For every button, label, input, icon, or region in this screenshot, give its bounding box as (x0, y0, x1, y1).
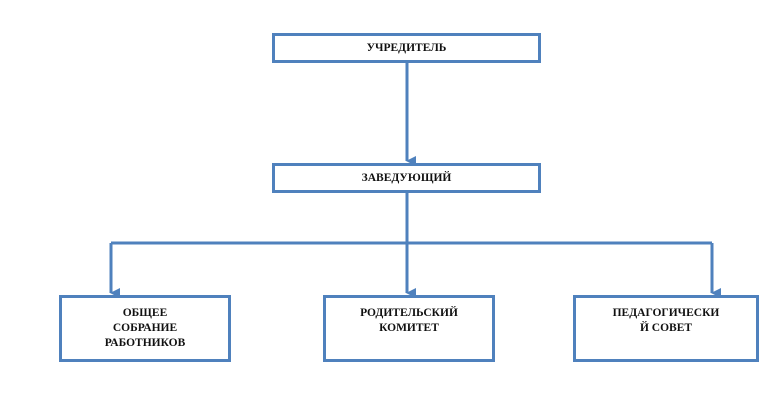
node-parents-committee: РОДИТЕЛЬСКИЙ КОМИТЕТ (323, 295, 495, 362)
node-head: ЗАВЕДУЮЩИЙ (272, 163, 541, 193)
node-founder-label: УЧРЕДИТЕЛЬ (366, 41, 447, 54)
node-founder: УЧРЕДИТЕЛЬ (272, 33, 541, 63)
node-general-assembly: ОБЩЕЕ СОБРАНИЕ РАБОТНИКОВ (59, 295, 231, 362)
node-parents-committee-label: РОДИТЕЛЬСКИЙ КОМИТЕТ (360, 307, 458, 334)
node-general-assembly-label: ОБЩЕЕ СОБРАНИЕ РАБОТНИКОВ (104, 307, 186, 349)
node-pedagogical-council-label: ПЕДАГОГИЧЕСКИ Й СОВЕТ (612, 307, 720, 334)
node-pedagogical-council: ПЕДАГОГИЧЕСКИ Й СОВЕТ (573, 295, 759, 362)
node-head-label: ЗАВЕДУЮЩИЙ (361, 171, 452, 184)
